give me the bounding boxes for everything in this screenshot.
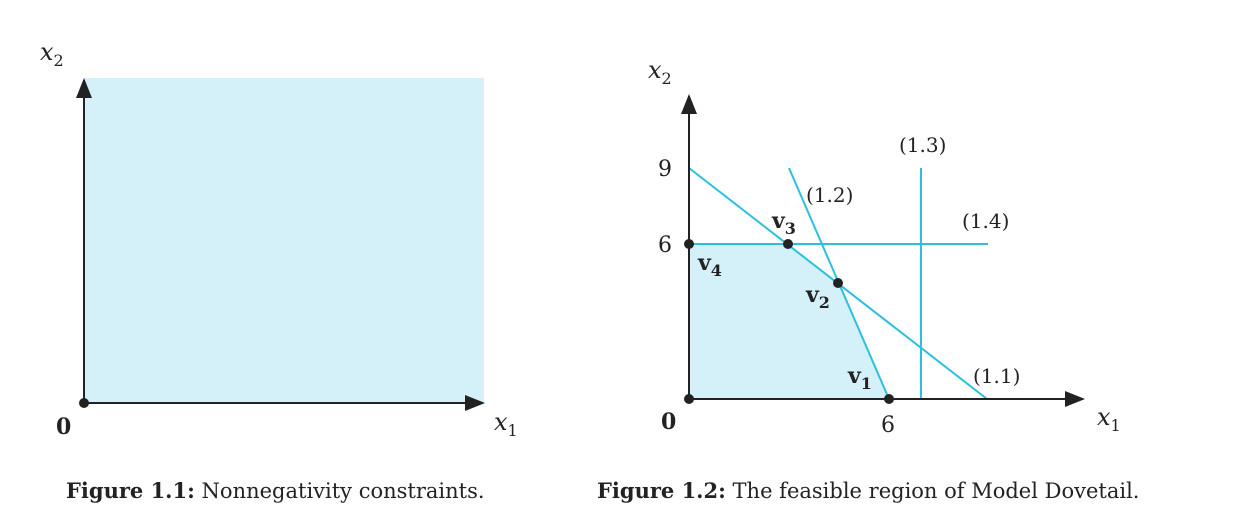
vertex-v3-point bbox=[783, 239, 793, 249]
vertex-v2-point bbox=[833, 278, 843, 288]
caption-text: The feasible region of Model Dovetail. bbox=[725, 479, 1140, 503]
figure-1-2: x2 x1 0 6 9 6 (1.1) (1.2) (1.3) (1.4) v1… bbox=[648, 56, 1121, 438]
vertex-v4-point bbox=[684, 239, 694, 249]
constraint-label-1-1: (1.1) bbox=[973, 364, 1020, 388]
constraint-label-1-4: (1.4) bbox=[962, 209, 1009, 233]
vertex-v1-label: v1 bbox=[847, 363, 872, 393]
vertex-v1-point bbox=[884, 394, 894, 404]
vertex-v4-label: v4 bbox=[697, 250, 722, 280]
x2-tick-9: 9 bbox=[658, 157, 672, 182]
origin-point bbox=[684, 394, 694, 404]
x2-axis-label: x2 bbox=[648, 56, 672, 88]
figure-1-1-caption: Figure 1.1: Nonnegativity constraints. bbox=[66, 478, 485, 503]
origin-point bbox=[79, 398, 89, 408]
vertex-v2-label: v2 bbox=[805, 282, 830, 312]
x1-axis-label: x1 bbox=[494, 408, 518, 440]
x1-axis-label: x1 bbox=[1097, 403, 1121, 435]
caption-prefix: Figure 1.1: bbox=[66, 478, 195, 503]
constraint-label-1-3: (1.3) bbox=[899, 133, 946, 157]
x2-tick-6: 6 bbox=[658, 233, 672, 258]
vertex-v3-label: v3 bbox=[771, 208, 796, 238]
caption-text: Nonnegativity constraints. bbox=[194, 479, 485, 503]
figure-1-2-caption: Figure 1.2: The feasible region of Model… bbox=[597, 478, 1139, 503]
x1-tick-6: 6 bbox=[881, 413, 895, 438]
constraint-label-1-2: (1.2) bbox=[806, 183, 853, 207]
x2-axis-label: x2 bbox=[40, 38, 64, 70]
caption-prefix: Figure 1.2: bbox=[597, 478, 726, 503]
nonnegative-region bbox=[84, 78, 484, 403]
origin-label: 0 bbox=[661, 409, 676, 435]
origin-label: 0 bbox=[56, 414, 71, 440]
figure-1-1: x2 x1 0 bbox=[40, 38, 518, 440]
feasible-region bbox=[689, 244, 889, 399]
